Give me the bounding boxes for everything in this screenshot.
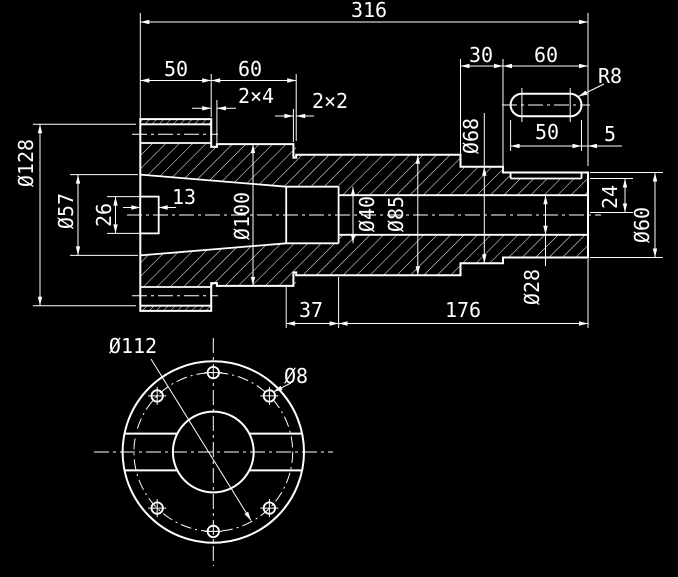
bolt-hole <box>148 386 167 405</box>
dim-collar-width: 30 <box>469 43 493 67</box>
dim-flange-diameter: Ø128 <box>14 139 38 187</box>
dim-recess-height: 26 <box>92 203 116 227</box>
dim-mid-diameter: Ø85 <box>384 196 408 232</box>
dim-groove-2x4: 2×4 <box>238 84 274 108</box>
flange-rim-lines <box>140 123 212 307</box>
dim-collar-diameter: Ø68 <box>459 118 483 154</box>
bolt-hole <box>204 365 223 380</box>
dim-face-bore-diameter: Ø57 <box>54 193 78 229</box>
dim-key-radius: R8 <box>598 64 622 88</box>
hatch-bottom <box>140 234 589 287</box>
hatch-top <box>140 143 589 196</box>
dim-bore-tail-length: 176 <box>445 298 481 322</box>
dim-key-end-offset: 5 <box>604 122 616 146</box>
bolt-hole <box>260 499 279 518</box>
dim-bore-tail-diameter: Ø28 <box>520 269 544 305</box>
dimensions <box>33 13 663 328</box>
dim-flange-width: 50 <box>164 57 188 81</box>
dim-hole-diameter: Ø8 <box>284 364 308 388</box>
dimension-labels: 316 50 60 2×4 2×2 30 60 R8 50 5 13 37 17… <box>14 0 654 322</box>
dim-body-width: 60 <box>238 57 262 81</box>
hatch-areas <box>140 119 589 311</box>
bolt-hole <box>260 386 279 405</box>
dim-total-length: 316 <box>351 0 387 22</box>
dim-bore-mid-length: 37 <box>299 298 323 322</box>
bolt-hole <box>148 499 167 518</box>
bolt-hole <box>204 524 223 539</box>
bolt-holes <box>148 365 279 539</box>
dim-groove-2x2: 2×2 <box>312 89 348 113</box>
end-view: Ø112 Ø8 <box>94 334 333 566</box>
dim-bore-mid-diameter: Ø40 <box>355 196 379 232</box>
dim-key-length: 50 <box>535 120 559 144</box>
keyway-detail <box>502 88 590 122</box>
dim-body-diameter: Ø100 <box>230 192 254 240</box>
dim-tail-diameter: Ø60 <box>630 207 654 243</box>
part-outline <box>139 118 589 312</box>
dim-bolt-circle-diameter: Ø112 <box>109 334 157 358</box>
flange-rim-hatch-top <box>140 119 212 125</box>
end-view-labels: Ø112 Ø8 <box>109 334 308 388</box>
dim-key-depth: 24 <box>598 185 622 209</box>
section-view: 316 50 60 2×4 2×2 30 60 R8 50 5 13 37 17… <box>14 0 663 328</box>
bore-outline <box>139 173 588 257</box>
dim-recess-depth: 13 <box>172 185 196 209</box>
dim-tail-width: 60 <box>534 43 558 67</box>
bolt-circle-leader <box>150 358 252 521</box>
face-slot-chords <box>124 432 303 472</box>
flange-rim-hatch-bottom <box>140 305 212 311</box>
keyseat-section-lines <box>509 172 583 180</box>
